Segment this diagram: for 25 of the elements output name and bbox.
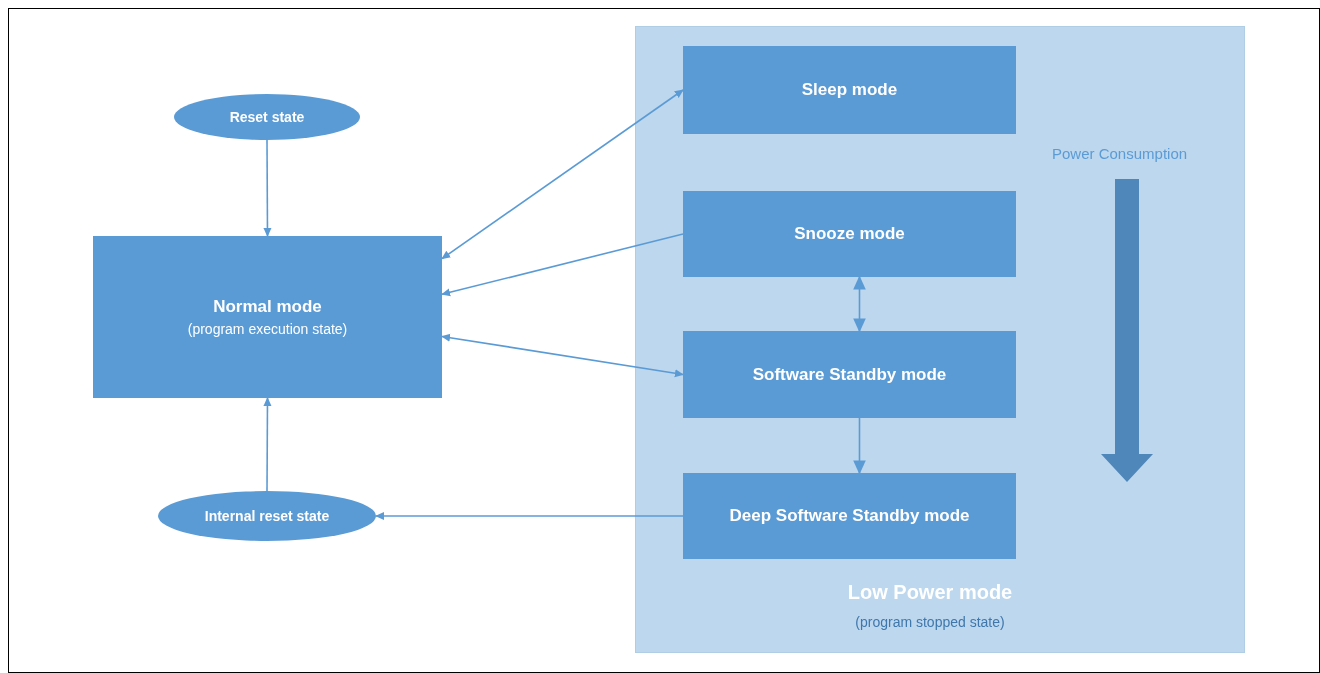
node-title: Sleep mode: [801, 80, 898, 100]
node-title: Snooze mode: [794, 224, 905, 244]
mode-box: [683, 46, 1016, 134]
arrow: [263, 397, 272, 492]
node-title: Software Standby mode: [752, 364, 947, 385]
arrow: [441, 333, 684, 378]
node-title: Reset state: [229, 109, 305, 125]
mode-box: [683, 191, 1016, 277]
arrow: [263, 139, 272, 237]
node-subtitle: (program execution state): [187, 321, 348, 337]
mode-box: [93, 236, 442, 398]
arrow: [853, 275, 866, 333]
arrow: [853, 417, 866, 475]
node-title: Internal reset state: [204, 508, 330, 524]
node-title: Deep Software Standby mode: [729, 506, 970, 526]
node-title: Low Power mode: [847, 581, 1013, 604]
group-panel: [635, 26, 1245, 653]
mode-box: [683, 473, 1016, 559]
node-title: Normal mode: [213, 297, 322, 317]
arrow: [375, 511, 684, 521]
arrow: [441, 233, 684, 297]
axis-label: Power Consumption: [1052, 145, 1188, 162]
mode-box: [683, 331, 1016, 418]
node-subtitle: (program stopped state): [855, 614, 1005, 630]
arrow: [441, 89, 684, 260]
